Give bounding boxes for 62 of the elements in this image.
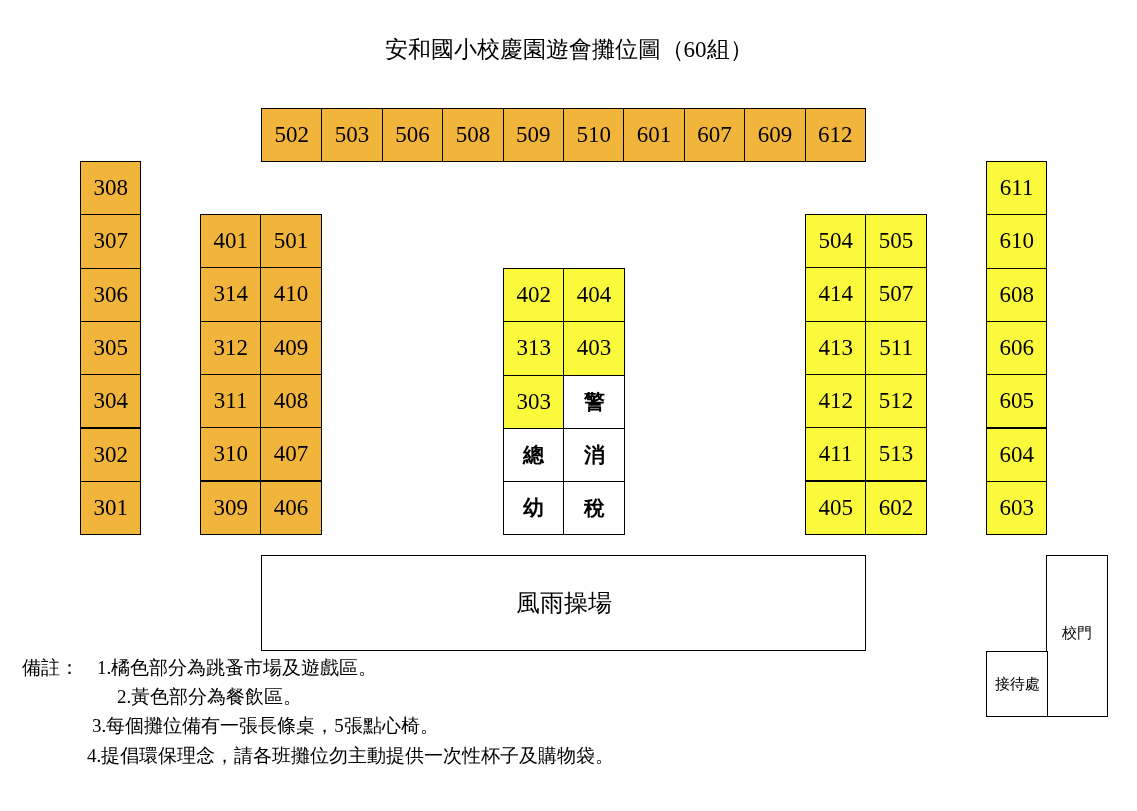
booth-box: 508 [442,108,504,163]
note-text: 1.橘色部分為跳蚤市場及遊戲區。 [97,656,378,680]
booth-box: 610 [986,214,1048,269]
booth-box: 602 [865,480,927,535]
booth-box: 507 [865,267,927,322]
booth-box: 306 [80,267,142,322]
booth-box: 403 [563,321,625,376]
booth-box: 505 [865,214,927,269]
booth-box: 308 [80,161,142,216]
booth-box: 401 [200,214,262,269]
booth-box: 407 [260,427,322,482]
booth-box: 314 [200,267,262,322]
booth-box: 303 [503,374,565,429]
booth-box: 406 [260,480,322,535]
booth-box: 601 [623,108,685,163]
booth-box: 408 [260,373,322,429]
booth-box: 310 [200,427,262,482]
booth-box: 404 [563,268,625,323]
booth-box: 幼 [503,481,565,536]
booth-box: 611 [986,161,1048,216]
booth-box: 410 [260,267,322,322]
booth-box: 510 [563,108,625,163]
note-heading: 備註： [22,656,79,680]
booth-box: 608 [986,267,1048,322]
booth-box: 304 [80,374,142,429]
booth-box: 503 [321,108,383,163]
booth-box: 402 [503,268,565,323]
booth-box: 411 [805,427,867,482]
gate-area: 校門 [1046,555,1108,717]
booth-box: 512 [865,373,927,429]
booth-box: 511 [865,320,927,375]
booth-box: 305 [80,320,142,376]
playground-area: 風雨操場 [261,555,866,651]
booth-box: 504 [805,214,867,269]
booth-box: 稅 [563,481,625,536]
booth-box: 604 [986,427,1048,482]
booth-box: 607 [683,108,746,163]
booth-box: 414 [805,267,867,322]
booth-box: 606 [986,320,1048,376]
note-text: 2.黃色部分為餐飲區。 [117,685,303,709]
booth-box: 405 [805,480,867,535]
booth-box: 612 [804,108,866,163]
booth-box: 502 [261,108,323,163]
reception-area: 接待處 [986,651,1048,717]
booth-box: 605 [986,374,1048,429]
booth-box: 501 [260,214,322,269]
booth-box: 609 [744,108,806,163]
booth-box: 509 [502,108,564,163]
note-text: 3.每個攤位備有一張長條桌，5張點心椅。 [92,714,439,738]
booth-box: 313 [503,321,565,376]
booth-box: 312 [200,320,262,375]
booth-box: 309 [200,480,262,535]
booth-box: 506 [381,108,444,163]
booth-box: 307 [80,214,142,269]
booth-box: 301 [80,480,142,536]
booth-box: 413 [805,320,867,375]
booth-box: 603 [986,480,1048,536]
booth-box: 513 [865,427,927,482]
booth-box: 409 [260,320,322,375]
title: 安和國小校慶園遊會攤位圖（60組） [383,36,754,64]
note-text: 4.提倡環保理念，請各班攤位勿主動提供一次性杯子及購物袋。 [87,744,615,768]
booth-box: 302 [80,427,142,482]
